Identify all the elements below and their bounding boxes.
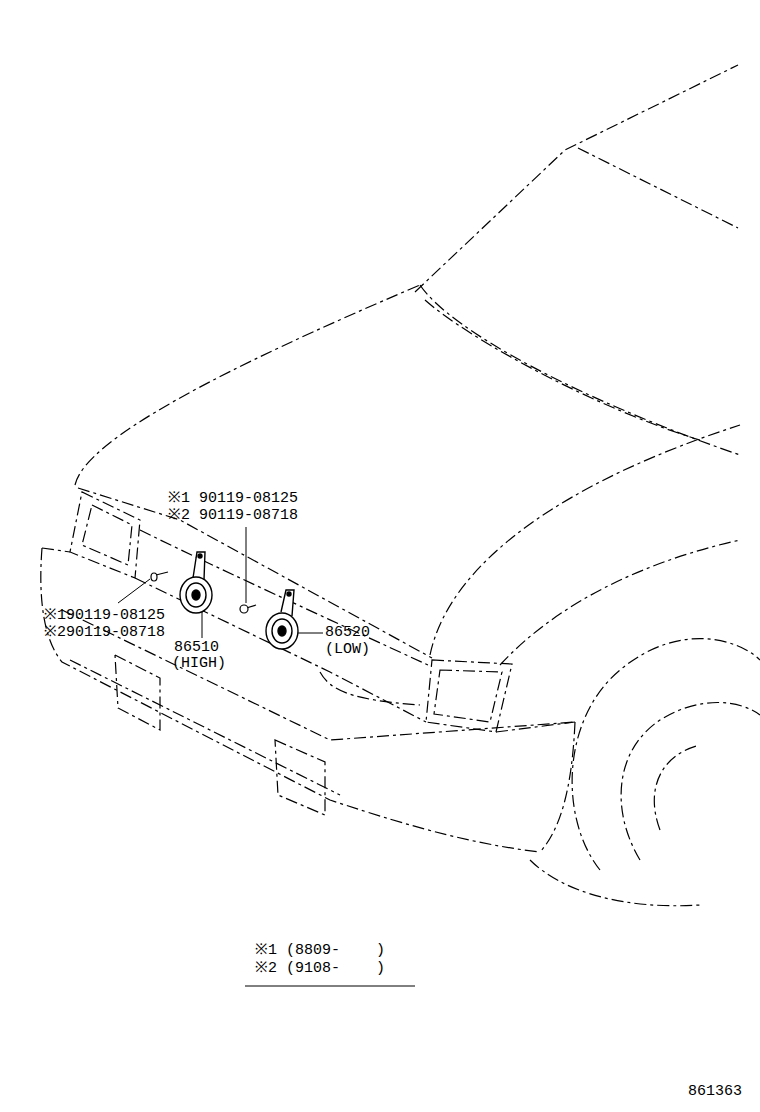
part-note: (LOW): [325, 642, 370, 658]
part-number: ※2 90119-08718: [168, 508, 298, 524]
part-note: (HIGH): [172, 656, 226, 672]
part-number: ※290119-08718: [44, 625, 165, 641]
diagram-number: 861363: [688, 1084, 742, 1100]
part-number: ※1 90119-08125: [168, 491, 298, 507]
part-number: 86520: [325, 625, 370, 641]
footnote: ※1 (8809- ): [255, 943, 385, 959]
part-number: 86510: [174, 640, 219, 656]
footnote: ※2 (9108- ): [255, 961, 385, 977]
part-number: ※190119-08125: [44, 608, 165, 624]
